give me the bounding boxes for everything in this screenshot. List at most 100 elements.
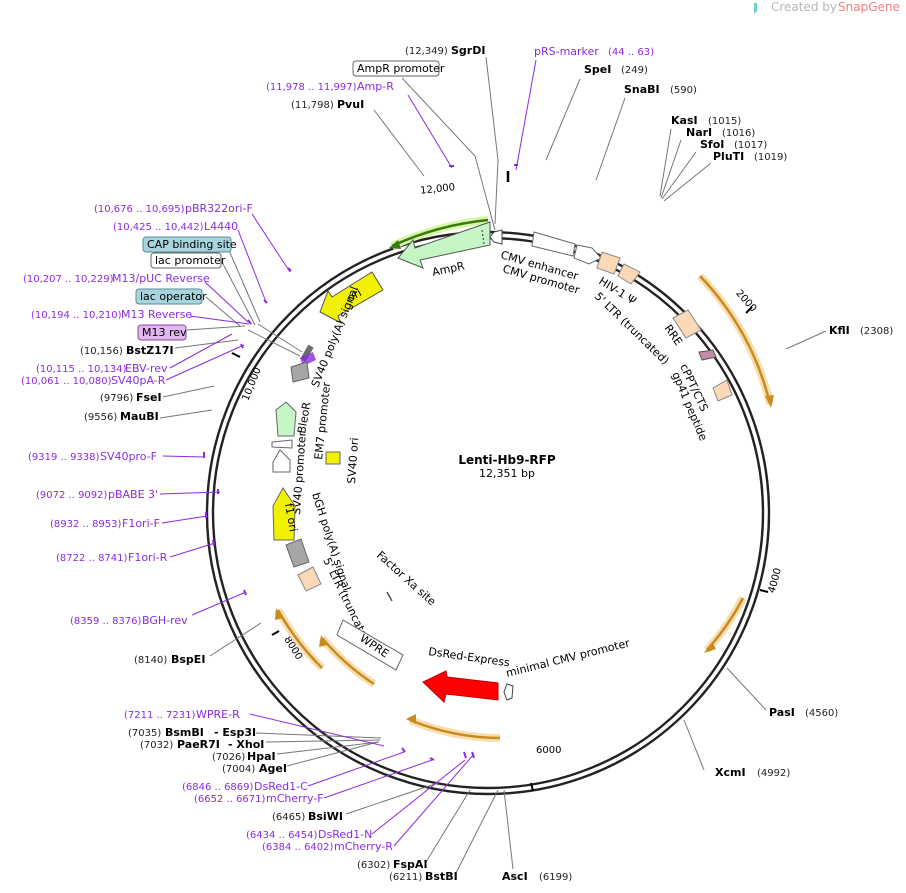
enzyme-bspei[interactable]: BspEI: [171, 653, 205, 666]
leader-xcmi: [683, 719, 705, 771]
orf-arrow-bottom-head: [406, 714, 416, 724]
bgh-polya-feature[interactable]: [285, 538, 310, 568]
enzyme-esp3i[interactable]: - Esp3I: [214, 726, 256, 739]
orf-arrow-left-outer-head: [275, 608, 283, 620]
primer-pos-m13-puc-reverse: (10,207 .. 10,229): [23, 274, 114, 285]
primer-site: [247, 319, 252, 325]
rre-feature[interactable]: [672, 309, 702, 339]
plasmid-size: 12,351 bp: [479, 467, 535, 480]
primer-m13-puc-reverse[interactable]: M13/pUC Reverse: [112, 272, 210, 285]
enzyme-maubi[interactable]: MauBI: [120, 410, 159, 423]
tick-mark: [759, 589, 769, 593]
wpre-feature[interactable]: [336, 619, 404, 671]
enzyme-kasi[interactable]: KasI: [671, 114, 698, 127]
enzyme-hpai[interactable]: HpaI: [247, 750, 276, 763]
primer-pbabe-3[interactable]: pBABE 3': [108, 488, 158, 501]
bleor-feature[interactable]: [275, 401, 297, 437]
enzyme-fspai[interactable]: FspAI: [393, 858, 428, 871]
enzyme-pvui[interactable]: PvuI: [337, 98, 364, 111]
orf-arrow-top-head: [389, 240, 401, 249]
gp41-feature[interactable]: [712, 379, 733, 402]
ltr-5-left-feature[interactable]: [297, 566, 322, 592]
ampr-promoter-label[interactable]: AmpR promoter: [357, 62, 445, 75]
primer-wpre-r[interactable]: WPRE-R: [196, 708, 240, 721]
primer-prs-marker[interactable]: pRS-marker: [534, 45, 599, 58]
hiv-psi-feature[interactable]: [596, 251, 621, 275]
enzyme-kfli[interactable]: KflI: [829, 324, 850, 337]
enzyme-xcmi[interactable]: XcmI: [715, 766, 746, 779]
enzyme-snabi[interactable]: SnaBI: [624, 83, 660, 96]
enzyme-bstz17i[interactable]: BstZ17I: [126, 344, 174, 357]
ori-label: ori: [345, 286, 364, 304]
enzyme-pos-sfoi: (1017): [734, 140, 767, 151]
primer-site: [429, 757, 435, 761]
primer-bgh-rev[interactable]: BGH-rev: [142, 614, 188, 627]
cmv-enhancer-feature[interactable]: [531, 231, 576, 257]
primer-leader-m13rev: [189, 315, 250, 325]
orf-arrow-bottom-line: [409, 718, 501, 740]
enzyme-asci[interactable]: AscI: [502, 870, 528, 883]
enzyme-paer7i[interactable]: PaeR7I: [177, 738, 220, 751]
enzyme-sfoi[interactable]: SfoI: [700, 138, 724, 151]
enzyme-pasi[interactable]: PasI: [769, 706, 795, 719]
bleor-label: BleoR: [295, 401, 313, 435]
tick-mark: [271, 630, 280, 636]
primer-pos-prs-marker: (44 .. 63): [608, 47, 654, 58]
enzyme-pluti[interactable]: PluTI: [713, 150, 744, 163]
enzyme-pos-xcmi: (4992): [757, 768, 790, 779]
factor-xa-marker: [386, 591, 393, 602]
primer-mcherry-r[interactable]: mCherry-R: [334, 840, 393, 853]
leader-pvui: [373, 109, 425, 177]
enzyme-pos-snabi: (590): [670, 85, 697, 96]
primer-leader-dsred1n: [371, 759, 466, 835]
leader-maubi: [159, 409, 213, 419]
enzyme-spei[interactable]: SpeI: [584, 63, 611, 76]
primer-dsred1-n[interactable]: DsRed1-N: [318, 828, 372, 841]
lac-operator-box: [135, 288, 203, 305]
primer-labels: pRS-marker (44 .. 63) (11,978 .. 11,997)…: [21, 45, 654, 853]
sv40-ori-feature[interactable]: [325, 451, 341, 465]
ampr-feature[interactable]: [397, 221, 491, 269]
leader-fspai: [425, 789, 471, 863]
primer-m13-reverse[interactable]: M13 Reverse: [121, 308, 192, 321]
primer-site: [471, 751, 475, 759]
dsred-feature[interactable]: [422, 670, 499, 703]
em7-feature[interactable]: [271, 439, 293, 449]
ori-feature[interactable]: [319, 271, 384, 325]
primer-dsred1-c[interactable]: DsRed1-C: [254, 780, 308, 793]
primer-sv40pa-r[interactable]: SV40pA-R: [111, 374, 166, 387]
cap-binding-label[interactable]: CAP binding site: [147, 238, 237, 251]
enzyme-nari[interactable]: NarI: [686, 126, 712, 139]
primer-pos-amp-r: (11,978 .. 11,997): [266, 82, 357, 93]
enzyme-sgrdi[interactable]: SgrDI: [451, 44, 485, 57]
primer-amp-r[interactable]: Amp-R: [357, 80, 394, 93]
enzyme-fsei[interactable]: FseI: [136, 391, 162, 404]
cmv-promoter-feature[interactable]: [573, 244, 602, 265]
lac-operator-label[interactable]: lac operator: [140, 290, 207, 303]
enzyme-bstbi[interactable]: BstBI: [425, 870, 458, 883]
sv40-promoter-feature[interactable]: [272, 449, 291, 473]
ltr-5-top-feature[interactable]: [617, 263, 641, 285]
minimal-cmv-feature[interactable]: [503, 683, 514, 701]
primer-pos-bgh-rev: (8359 .. 8376): [70, 616, 142, 627]
enzyme-pos-agei: (7004): [222, 764, 255, 775]
primer-l4440[interactable]: L4440: [204, 220, 238, 233]
primer-leader-sv40pro: [162, 455, 206, 458]
enzyme-pos-bspei: (8140): [134, 655, 167, 666]
enzyme-xhoi[interactable]: - XhoI: [228, 738, 264, 751]
lac-promoter-label[interactable]: lac promoter: [155, 254, 226, 267]
primer-ebv-rev[interactable]: EBV-rev: [125, 362, 168, 375]
primer-pbr322ori-f[interactable]: pBR322ori-F: [185, 202, 253, 215]
f1-ori-feature[interactable]: [272, 487, 296, 541]
sv40-polya-feature: [290, 361, 310, 383]
enzyme-agei[interactable]: AgeI: [259, 762, 287, 775]
primer-sv40pro-f[interactable]: SV40pro-F: [100, 450, 157, 463]
primer-f1ori-r[interactable]: F1ori-R: [128, 551, 168, 564]
leader-cap: [227, 247, 261, 323]
primer-f1ori-f[interactable]: F1ori-F: [122, 517, 160, 530]
enzyme-bsiwi[interactable]: BsiWI: [308, 810, 343, 823]
primer-mcherry-f[interactable]: mCherry-F: [266, 792, 324, 805]
primer-leader-m13puc: [204, 281, 249, 323]
enzyme-bsmbi[interactable]: BsmBI: [165, 726, 204, 739]
m13-rev-label[interactable]: M13 rev: [142, 326, 187, 339]
